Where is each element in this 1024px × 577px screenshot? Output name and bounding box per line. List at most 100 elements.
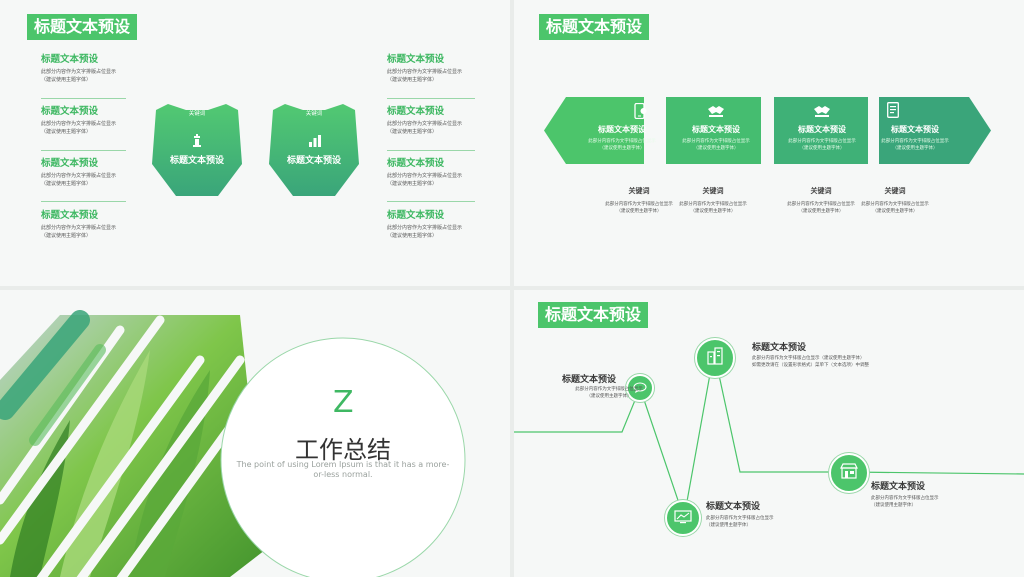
node-desc-line1: 此部分内容作为文字排版占位显示 xyxy=(575,387,643,392)
item-desc-line1: 此部分内容作为文字排版占位显示 xyxy=(387,121,463,127)
left-item-2: 标题文本预设 此部分内容作为文字排版占位显示 （建议使用主题字体） xyxy=(41,105,127,136)
node-desc-line1: 此部分内容作为文字排版占位显示 xyxy=(871,496,939,501)
keyword-desc-line2: （建议使用主题字体） xyxy=(616,209,662,214)
handshake-icon xyxy=(707,103,725,122)
item-desc-line2: （建议使用主题字体） xyxy=(41,129,92,135)
hexagon-keyword: 关键词 xyxy=(305,111,323,117)
card-desc-line2: （建议使用主题字体） xyxy=(892,146,938,151)
item-desc-line2: （建议使用主题字体） xyxy=(41,181,92,187)
item-heading: 标题文本预设 xyxy=(387,54,445,65)
timeline-node-2[interactable] xyxy=(695,338,735,378)
divider xyxy=(41,150,126,151)
item-heading: 标题文本预设 xyxy=(387,158,445,169)
card-title: 标题文本预设 xyxy=(692,125,740,134)
store-icon xyxy=(839,462,859,484)
item-heading: 标题文本预设 xyxy=(41,54,99,65)
hexagon-shape xyxy=(269,104,359,196)
cover-title: 工作总结 xyxy=(295,436,391,464)
slide-3-cover[interactable]: Z 工作总结 The point of using Lorem Ipsum is… xyxy=(0,290,510,577)
card-desc-line2: （建议使用主题字体） xyxy=(799,146,845,151)
timeline-node-4[interactable] xyxy=(829,453,869,493)
item-heading: 标题文本预设 xyxy=(387,210,445,221)
node-desc-line2: （建议使用主题字体） xyxy=(706,523,751,528)
left-item-4: 标题文本预设 此部分内容作为文字排版占位显示 （建议使用主题字体） xyxy=(41,209,127,240)
keyword-title: 关键词 xyxy=(884,187,906,195)
card-desc-line2: （建议使用主题字体） xyxy=(599,146,645,151)
item-desc-line1: 此部分内容作为文字排版占位显示 xyxy=(387,69,463,75)
timeline-node-1[interactable] xyxy=(626,374,654,402)
card-title: 标题文本预设 xyxy=(598,125,646,134)
handshake-icon xyxy=(813,103,831,122)
cover-subtitle-line2: or-less normal. xyxy=(313,470,373,479)
slide-title: 标题文本预设 xyxy=(27,14,138,40)
chat-icon xyxy=(633,379,647,398)
hexagon-1[interactable]: 关键词 标题文本预设 xyxy=(148,102,246,200)
item-desc-line2: （建议使用主题字体） xyxy=(41,233,92,239)
keyword-desc-line1: 此部分内容作为文字排版占位显示 xyxy=(605,202,673,207)
item-desc-line1: 此部分内容作为文字排版占位显示 xyxy=(41,121,117,127)
item-desc-line1: 此部分内容作为文字排版占位显示 xyxy=(41,225,117,231)
item-desc-line2: （建议使用主题字体） xyxy=(387,129,438,135)
item-desc-line1: 此部分内容作为文字排版占位显示 xyxy=(41,173,117,179)
item-desc-line2: （建议使用主题字体） xyxy=(387,77,438,83)
divider xyxy=(41,201,126,202)
right-item-4: 标题文本预设 此部分内容作为文字排版占位显示 （建议使用主题字体） xyxy=(387,209,473,240)
timeline-node-3[interactable] xyxy=(665,500,701,536)
card-desc-line2: （建议使用主题字体） xyxy=(693,146,739,151)
right-item-2: 标题文本预设 此部分内容作为文字排版占位显示 （建议使用主题字体） xyxy=(387,105,473,136)
hexagon-label: 标题文本预设 xyxy=(286,156,341,166)
slide-title: 标题文本预设 xyxy=(539,14,650,40)
left-item-3: 标题文本预设 此部分内容作为文字排版占位显示 （建议使用主题字体） xyxy=(41,157,127,188)
leaf-stripes-graphic xyxy=(0,310,466,577)
node-desc-line1: 此部分内容作为文字排版占位显示 xyxy=(706,516,774,521)
item-desc-line2: （建议使用主题字体） xyxy=(387,181,438,187)
card-desc-line1: 此部分内容作为文字排版占位显示 xyxy=(682,139,750,144)
left-item-1: 标题文本预设 此部分内容作为文字排版占位显示 （建议使用主题字体） xyxy=(41,53,127,84)
divider xyxy=(41,98,126,99)
mobile-icon xyxy=(633,102,647,123)
card-title: 标题文本预设 xyxy=(798,125,846,134)
right-item-3: 标题文本预设 此部分内容作为文字排版占位显示 （建议使用主题字体） xyxy=(387,157,473,188)
node-title: 标题文本预设 xyxy=(752,343,807,353)
keyword-desc-line2: （建议使用主题字体） xyxy=(872,209,918,214)
node-desc-line2: 如需更改请在（设置形状格式）菜单下（文本选项）中调整 xyxy=(752,363,869,368)
divider xyxy=(387,201,475,202)
node-desc-line2: （建议使用主题字体） xyxy=(871,503,916,508)
keyword-desc-line1: 此部分内容作为文字排版占位显示 xyxy=(861,202,929,207)
divider xyxy=(387,150,475,151)
slide-1[interactable]: 标题文本预设 标题文本预设 此部分内容作为文字排版占位显示 （建议使用主题字体）… xyxy=(0,0,510,286)
keyword-title: 关键词 xyxy=(810,187,832,195)
card-title: 标题文本预设 xyxy=(891,125,939,134)
process-cards-shapes xyxy=(544,97,991,164)
buildings-icon xyxy=(705,346,725,370)
cover-letter: Z xyxy=(333,385,354,420)
node-title: 标题文本预设 xyxy=(871,482,926,492)
timeline-line xyxy=(514,351,1024,519)
item-desc-line2: （建议使用主题字体） xyxy=(41,77,92,83)
node-desc-line2: （建议使用主题字体） xyxy=(586,394,632,399)
divider xyxy=(387,98,475,99)
keyword-desc-line1: 此部分内容作为文字排版占位显示 xyxy=(679,202,747,207)
item-desc-line1: 此部分内容作为文字排版占位显示 xyxy=(41,69,117,75)
chess-piece-icon xyxy=(191,133,203,152)
node-desc-line1: 此部分内容作为文字排版占位显示（建议使用主题字体） xyxy=(752,356,865,361)
hexagon-2[interactable]: 关键词 标题文本预设 xyxy=(265,102,363,200)
hexagon-shape xyxy=(152,104,242,196)
item-desc-line1: 此部分内容作为文字排版占位显示 xyxy=(387,225,463,231)
card-desc-line1: 此部分内容作为文字排版占位显示 xyxy=(881,139,949,144)
slide-title: 标题文本预设 xyxy=(538,302,649,328)
document-icon xyxy=(887,102,899,122)
card-desc-line1: 此部分内容作为文字排版占位显示 xyxy=(588,139,656,144)
keyword-title: 关键词 xyxy=(702,187,724,195)
item-desc-line2: （建议使用主题字体） xyxy=(387,233,438,239)
slide-4-timeline[interactable]: 标题文本预设 标题文本预设 此部分内容作为文字排版占位显示 （建议使用主题字体）… xyxy=(514,290,1024,577)
hexagon-keyword: 关键词 xyxy=(188,111,206,117)
slide-2[interactable]: 标题文本预设 标题文本预设 此部分内容作为文字排版占位显示 （建议使用主题字体）… xyxy=(514,0,1024,286)
item-heading: 标题文本预设 xyxy=(41,106,99,117)
keyword-desc-line2: （建议使用主题字体） xyxy=(798,209,844,214)
item-heading: 标题文本预设 xyxy=(387,106,445,117)
card-desc-line1: 此部分内容作为文字排版占位显示 xyxy=(788,139,856,144)
keyword-desc-line2: （建议使用主题字体） xyxy=(690,209,736,214)
cover-subtitle-line1: The point of using Lorem Ipsum is that i… xyxy=(236,460,450,469)
node-title: 标题文本预设 xyxy=(706,502,761,512)
